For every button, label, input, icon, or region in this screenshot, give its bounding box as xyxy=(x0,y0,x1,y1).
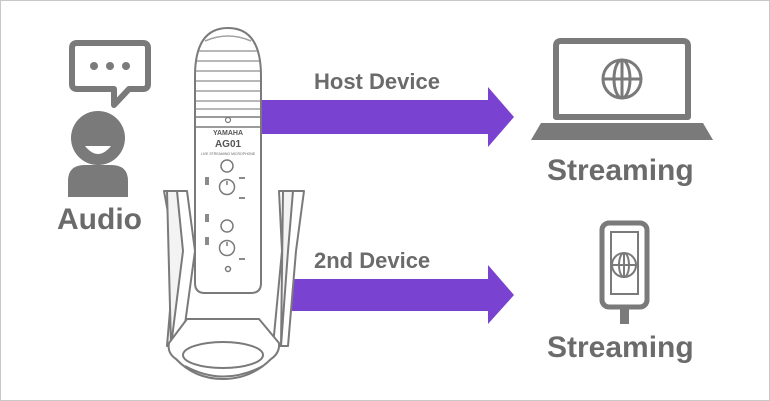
mic-controls xyxy=(218,159,236,273)
streaming-label-bottom: Streaming xyxy=(547,331,694,364)
globe-icon-small xyxy=(611,252,637,278)
microphone-device xyxy=(194,26,262,294)
microphone-stand xyxy=(163,190,305,380)
arrow-second-device xyxy=(279,265,514,324)
microphone-grille xyxy=(196,35,260,110)
microphone-model: AG01 xyxy=(215,139,242,150)
person-icon xyxy=(68,111,128,197)
globe-icon xyxy=(601,58,643,100)
streaming-label-top: Streaming xyxy=(547,154,694,187)
microphone-brand: YAMAHA xyxy=(213,130,243,137)
audio-label: Audio xyxy=(57,203,142,236)
second-device-label: 2nd Device xyxy=(314,248,431,273)
host-device-label: Host Device xyxy=(314,69,440,94)
microphone-subtitle: LIVE STREAMING MICROPHONE xyxy=(201,152,256,156)
speech-bubble-icon xyxy=(69,40,151,108)
arrow-host-device xyxy=(253,87,514,147)
